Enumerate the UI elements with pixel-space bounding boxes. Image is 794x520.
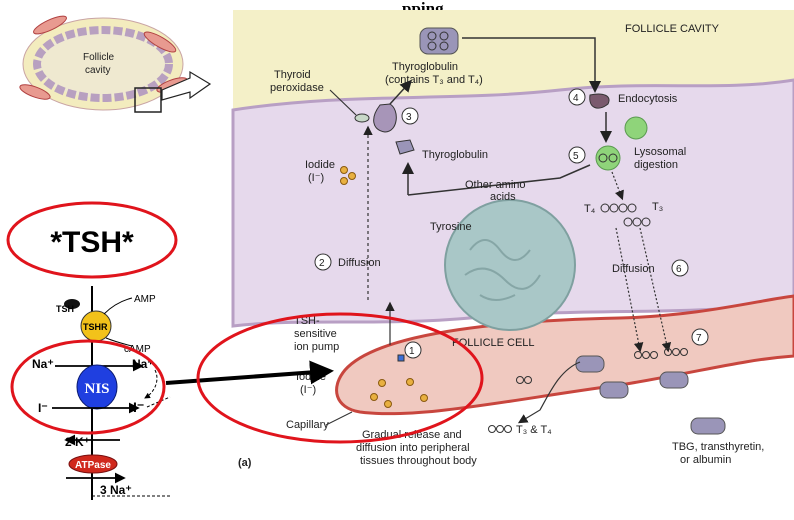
- tbg-label-2: or albumin: [680, 454, 731, 466]
- tsh-pump-label-1: TSH-: [294, 315, 320, 327]
- endocytosis-label: Endocytosis: [618, 93, 678, 105]
- inset-zoom-box: [134, 87, 162, 113]
- other-amino-label-2: acids: [490, 191, 516, 203]
- step-6: 6: [676, 264, 682, 275]
- mech-k-label: 2 K⁺: [65, 435, 90, 449]
- pump-highlight-ellipse: [196, 312, 484, 444]
- mech-i-left-label: I⁻: [38, 401, 48, 415]
- capillary-label: Capillary: [286, 419, 329, 431]
- mech-atpase-label: ATPase: [75, 460, 111, 471]
- step-5: 5: [573, 151, 579, 162]
- mech-amp-label: AMP: [134, 294, 156, 305]
- iodide-cell-label-1: Iodide: [305, 159, 335, 171]
- nis-mechanism: [52, 286, 171, 500]
- mech-na-left-label: Na⁺: [32, 357, 54, 371]
- thyroid-peroxidase-label-2: peroxidase: [270, 82, 324, 94]
- mech-i-right-label: I⁻: [133, 399, 144, 415]
- step-2: 2: [319, 258, 325, 269]
- iodide-cell-label-2: (I⁻): [308, 172, 324, 184]
- iodide-cap-label-2: (I⁻): [300, 384, 316, 396]
- thyroid-peroxidase-label-1: Thyroid: [274, 69, 311, 81]
- thyroglobulin-mid-label: Thyroglobulin: [422, 149, 488, 161]
- diffusion-right-label: Diffusion: [612, 263, 655, 275]
- nis-highlight-ellipse: [10, 339, 166, 435]
- diffusion-left-label: Diffusion: [338, 257, 381, 269]
- step-1: 1: [409, 346, 415, 357]
- follicle-inset: [19, 15, 212, 113]
- nis-transporter: [76, 364, 118, 410]
- mech-tsh-label: TSH: [56, 304, 74, 314]
- mech-camp-label: cAMP: [124, 344, 151, 355]
- tsh-pump-label-2: sensitive: [294, 328, 337, 340]
- tbg-label-1: TBG, transthyretin,: [672, 441, 764, 453]
- mech-tshr-label: TSHR: [83, 322, 108, 332]
- inset-label-1: Follicle: [83, 52, 115, 63]
- t4-cell-label: T₄: [584, 203, 596, 215]
- t3-t4-label: T₃ & T₄: [516, 424, 552, 436]
- nis-to-pump-arrow: [165, 360, 334, 385]
- step-4: 4: [573, 93, 579, 104]
- lysosomal-label-2: digestion: [634, 159, 678, 171]
- mech-na3-label: 3 Na⁺: [100, 483, 132, 497]
- nucleus: [444, 199, 576, 331]
- mech-nis-label: NIS: [84, 381, 109, 397]
- t3-cell-label: T₃: [652, 201, 663, 213]
- tsh-circle-text: *TSH*: [50, 226, 134, 259]
- panel-label: (a): [238, 457, 252, 469]
- step-7: 7: [696, 333, 702, 344]
- thyroglobulin-top-label-1: Thyroglobulin: [392, 61, 458, 73]
- thyroglobulin-top-label-2: (contains T₃ and T₄): [385, 74, 483, 86]
- tsh-highlight-ellipse: [6, 201, 178, 279]
- step-3: 3: [406, 112, 412, 123]
- tsh-ligand: [64, 299, 80, 309]
- gradual-label-2: diffusion into peripheral: [356, 442, 470, 454]
- atpase-pump: [68, 454, 118, 474]
- other-amino-label-1: Other amino: [465, 179, 526, 191]
- lysosomal-label-1: Lysosomal: [634, 146, 686, 158]
- follicle-cell-label: FOLLICLE CELL: [452, 337, 535, 349]
- tsh-pump-label-3: ion pump: [294, 341, 339, 353]
- gradual-label-3: tissues throughout body: [360, 455, 477, 467]
- tyrosine-label: Tyrosine: [430, 221, 472, 233]
- follicle-cavity-label: FOLLICLE CAVITY: [625, 23, 720, 35]
- inset-label-2: cavity: [85, 65, 111, 76]
- inset-zoom-arrow: [161, 70, 212, 101]
- follicle-panel: [231, 10, 794, 416]
